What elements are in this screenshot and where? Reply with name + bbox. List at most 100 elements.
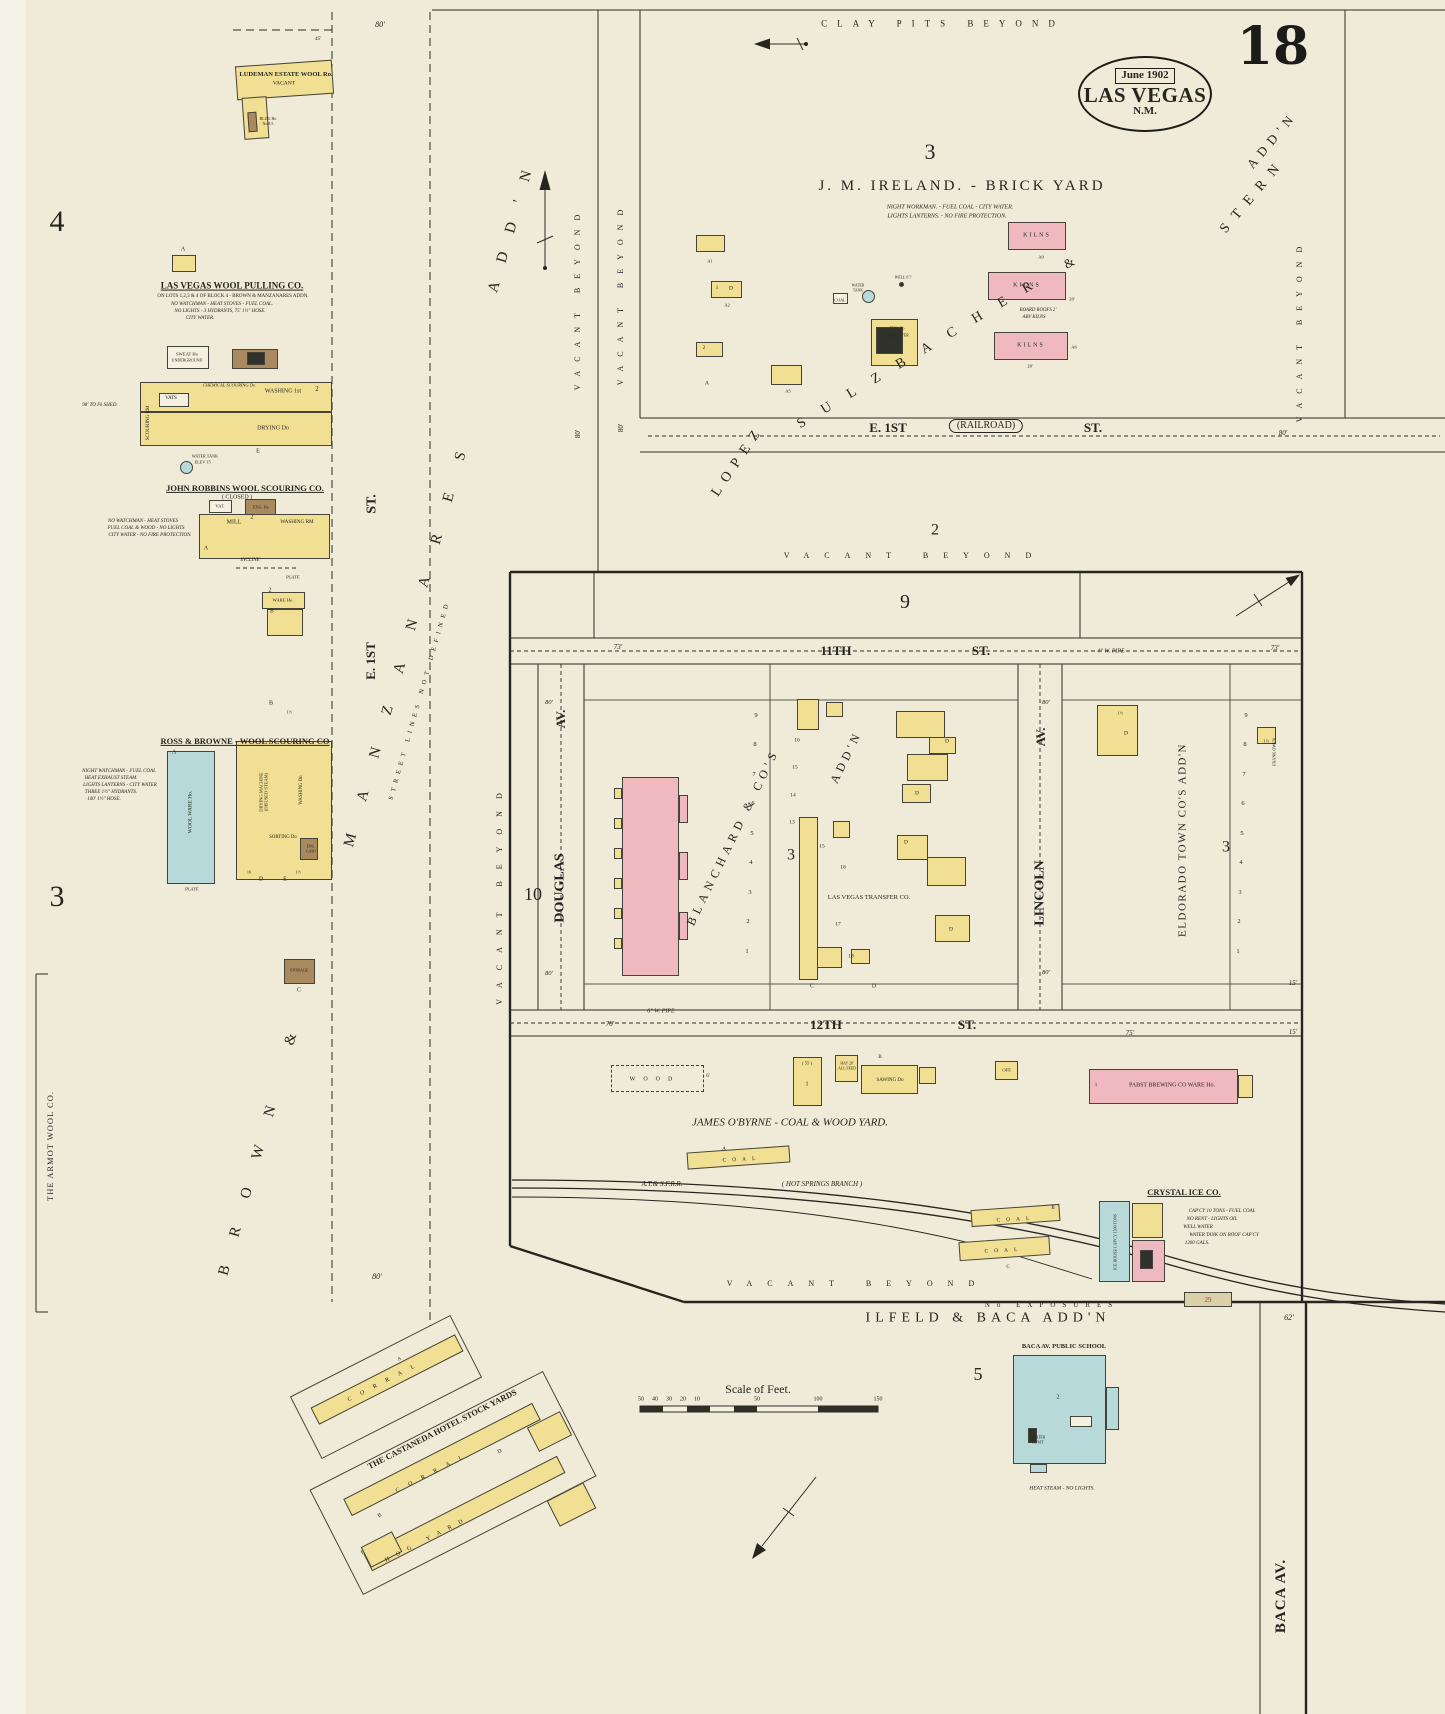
map-label: No EXPOSURES — [984, 1300, 1120, 1309]
transfer-co-label: LAS VEGAS TRANSFER CO. — [827, 894, 911, 902]
block-number: 2 — [931, 521, 939, 539]
map-label: NO WATCHMAN - HEAT STOVES - FUEL COAL. — [170, 302, 274, 307]
map-label: 50 — [754, 1396, 760, 1403]
building — [696, 342, 723, 357]
map-label: 5 — [750, 830, 754, 838]
storage-shed — [284, 959, 315, 984]
building — [172, 255, 196, 272]
building — [907, 754, 948, 781]
wool-warehouse — [167, 751, 215, 884]
map-label: A — [705, 380, 709, 387]
map-label: ADD'N — [827, 728, 865, 786]
map-label: VACANT BEYOND — [616, 200, 626, 386]
block-number: 9 — [900, 591, 910, 613]
map-label: NO LIGHTS - 3 HYDRANTS, 75' 1½" HOSE. — [174, 309, 266, 314]
building — [896, 711, 945, 738]
11th-street-label: 11TH — [820, 643, 852, 659]
water-tank — [862, 290, 875, 303]
railroad-track — [511, 1179, 1445, 1305]
kiln — [1008, 222, 1066, 250]
sweat-house — [167, 346, 209, 369]
map-label: STORAGE — [289, 967, 309, 973]
map-label: 2 — [250, 514, 254, 521]
map-label: 100 — [813, 1396, 823, 1403]
pabst-label: PABST BREWING CO WARE Ho. — [1128, 1082, 1216, 1089]
building — [614, 788, 622, 799]
map-label: E — [283, 876, 287, 883]
sheet-margin — [0, 0, 26, 1714]
building — [247, 111, 258, 133]
robbins-label: JOHN ROBBINS WOOL SCOURING CO. — [166, 482, 324, 493]
building — [793, 1057, 822, 1106]
map-label: PLATF. — [185, 886, 199, 892]
map-label: A — [180, 246, 186, 253]
map-label: 80' — [1042, 699, 1050, 707]
building — [614, 878, 622, 889]
map-label: 40 — [652, 1396, 658, 1403]
map-label: NO WATCHMAN - HEAT STOVES — [107, 519, 179, 524]
building — [711, 281, 742, 298]
map-label: 6" W. PIPE — [647, 1008, 675, 1015]
map-label: SORTING Do — [269, 835, 297, 841]
map-label: D — [1124, 730, 1128, 737]
map-label: WASHING Do — [299, 775, 305, 805]
block-borders — [508, 570, 1445, 1714]
building — [209, 500, 232, 513]
catalog-sticker — [1184, 1292, 1232, 1307]
map-label: 3 — [748, 889, 752, 897]
map-label: A6 — [1071, 344, 1077, 350]
map-label: 80' — [573, 429, 582, 439]
map-label: 14 — [790, 792, 796, 799]
map-label: OFF. — [1002, 1067, 1012, 1073]
map-label: SWEAT Ho — [176, 351, 198, 357]
map-label: 6 — [1241, 800, 1245, 808]
map-label: 100' 1½" HOSE. — [87, 797, 121, 802]
building — [835, 1055, 858, 1082]
map-label: SAWING Do — [876, 1078, 904, 1083]
building — [897, 835, 928, 860]
building — [1070, 1416, 1092, 1427]
map-label: 1½ — [295, 869, 301, 875]
map-label: HEAT EXHAUST STEAM. — [84, 776, 138, 781]
school-building — [1013, 1355, 1106, 1464]
street-lines — [35, 9, 1445, 1714]
map-label: 20' — [1027, 363, 1033, 369]
map-label: A5 — [785, 388, 791, 394]
map-label: BOARD ROOFS 2' — [1019, 308, 1057, 314]
map-label: SCOURING RM — [146, 405, 151, 441]
map-label: 7 — [752, 771, 756, 779]
building — [826, 702, 843, 717]
map-label: D — [949, 926, 953, 933]
map-label: C — [1006, 1265, 1010, 1270]
12th-street-label: 12TH — [810, 1017, 842, 1033]
map-label: 73' — [613, 642, 623, 651]
map-label: 17 — [835, 921, 841, 928]
map-label: A9 — [1038, 254, 1044, 260]
map-label: 9 — [1244, 712, 1248, 720]
sheet-number: 18 — [1236, 16, 1310, 77]
map-label: 15 — [819, 843, 825, 850]
wool-pulling-label: LAS VEGAS WOOL PULLING CO. — [160, 280, 304, 291]
engine-boiler — [876, 327, 903, 354]
map-label: 98' TO Fk SHED. — [82, 403, 118, 408]
stamp-state: N.M. — [1133, 104, 1157, 117]
map-label: 4" W. PIPE — [1097, 648, 1125, 655]
building — [679, 912, 688, 940]
building — [833, 821, 850, 838]
blanchard-addn-label: BLANCHARD & CO'S — [683, 745, 782, 928]
building — [1132, 1203, 1163, 1238]
map-label: 1½ — [286, 709, 292, 715]
scale-label: Scale of Feet. — [725, 1381, 791, 1396]
map-label: 80' — [616, 423, 625, 433]
water-tank — [180, 461, 193, 474]
map-label: 2 — [1056, 1394, 1060, 1401]
map-label: ST. — [364, 494, 380, 514]
map-label: 2 — [746, 918, 750, 926]
map-label: A — [722, 1147, 726, 1152]
block-number: 3 — [924, 138, 936, 164]
stamp-date: June 1902 — [1115, 68, 1175, 84]
map-label: B — [270, 608, 274, 615]
map-label: 80' — [545, 699, 553, 707]
